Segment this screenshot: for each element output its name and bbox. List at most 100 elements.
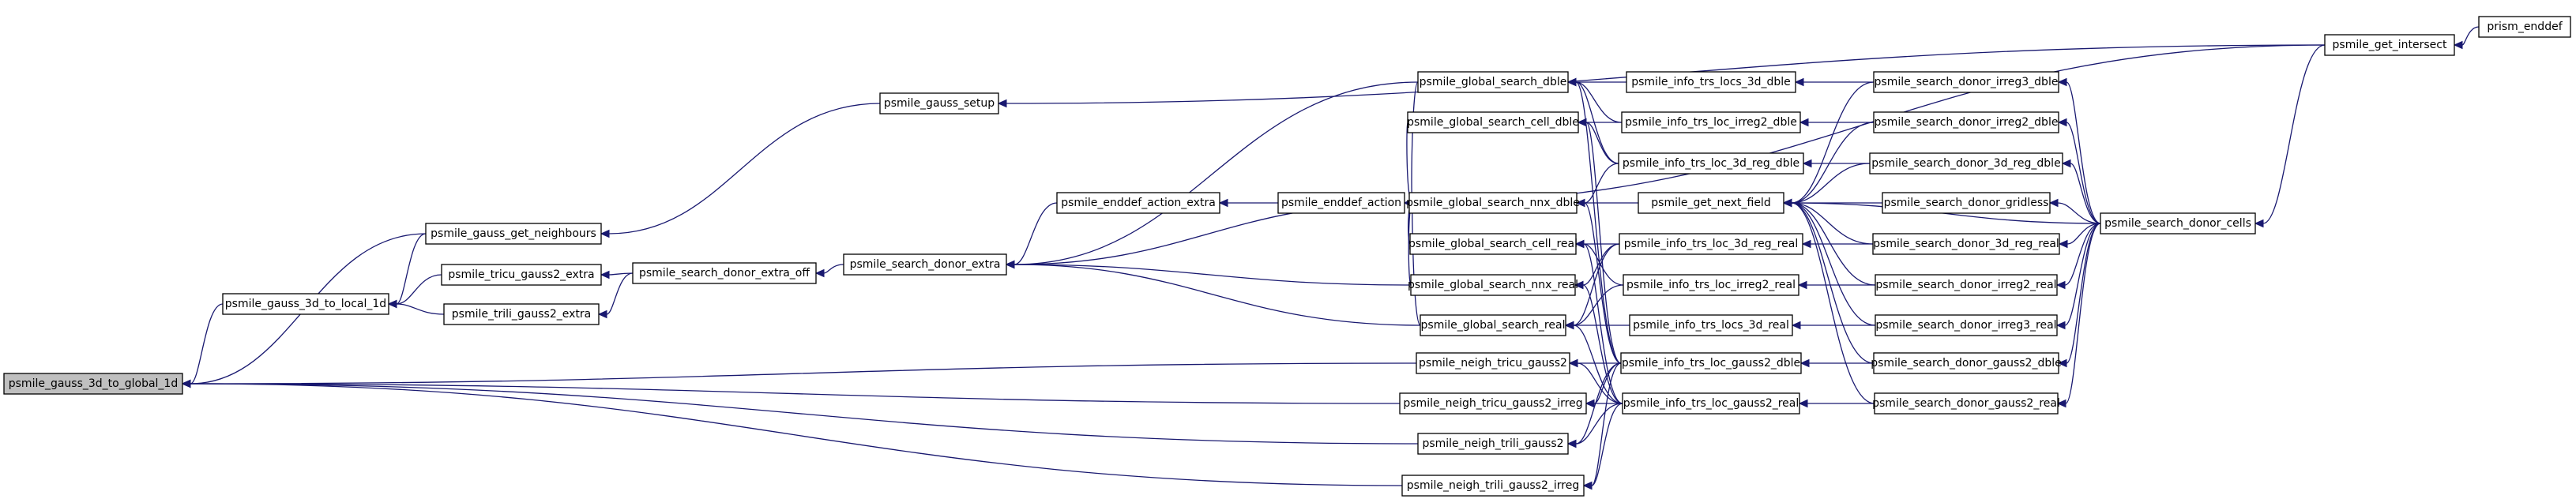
node-label: psmile_global_search_dble	[1420, 76, 1567, 88]
node-s-irreg3-real[interactable]: psmile_search_donor_irreg3_real	[1875, 314, 2058, 336]
edge-s-3dreg-dble-to-i-3dreg-dble	[1802, 159, 1870, 168]
edge-line	[2461, 26, 2480, 46]
node-i-3dreg-dble[interactable]: psmile_info_trs_loc_3d_reg_dble	[1618, 152, 1804, 174]
edge-line	[1013, 81, 1419, 265]
node-box	[1277, 192, 1405, 214]
edge-arrowhead	[2055, 280, 2066, 290]
node-prism-enddef[interactable]: prism_enddef	[2478, 16, 2571, 38]
edge-s-irreg3-real-to-get-next	[1782, 198, 1876, 326]
edge-i-g2-real-to-gs-nnx-real	[1574, 280, 1623, 404]
node-n-tricu[interactable]: psmile_neigh_tricu_gauss2	[1416, 352, 1570, 374]
node-i-irreg2-real[interactable]: psmile_info_trs_loc_irreg2_real	[1623, 274, 1799, 296]
node-s-irreg2-real[interactable]: psmile_search_donor_irreg2_real	[1875, 274, 2058, 296]
node-i-irreg2-dble[interactable]: psmile_info_trs_loc_irreg2_dble	[1621, 111, 1801, 133]
node-ed-action[interactable]: psmile_enddef_action	[1277, 192, 1405, 214]
node-n-tricu-irreg[interactable]: psmile_neigh_tricu_gauss2_irreg	[1399, 392, 1587, 415]
edge-gs-nnx-real-to-sd-extra	[1005, 260, 1412, 286]
node-get-intersect[interactable]: psmile_get_intersect	[2324, 34, 2455, 56]
edge-line	[396, 274, 442, 305]
edge-arrowhead	[2056, 399, 2066, 408]
edge-line	[2066, 81, 2101, 224]
node-box	[2478, 16, 2571, 38]
node-ed-extra[interactable]: psmile_enddef_action_extra	[1056, 192, 1220, 214]
edge-i-g2-dble-to-gs-nnx-dble	[1575, 198, 1622, 364]
node-i-locs3d-real[interactable]: psmile_info_trs_locs_3d_real	[1629, 314, 1793, 336]
node-gs-cell-real[interactable]: psmile_global_search_cell_real	[1408, 233, 1578, 255]
node-s-gridless[interactable]: psmile_search_donor_gridless	[1882, 192, 2051, 214]
node-n-trili-irreg[interactable]: psmile_neigh_trili_gauss2_irreg	[1401, 475, 1585, 497]
node-label: psmile_info_trs_loc_gauss2_dble	[1622, 357, 1800, 370]
node-box	[1882, 192, 2051, 214]
node-label: psmile_global_search_cell_real	[1408, 238, 1578, 250]
node-i-locs3d-dble[interactable]: psmile_info_trs_locs_3d_dble	[1626, 71, 1796, 93]
node-trili-extra[interactable]: psmile_trili_gauss2_extra	[443, 303, 600, 325]
edge-i-g2-real-to-gs-real	[1564, 321, 1623, 404]
edge-arrowhead	[1799, 358, 1810, 368]
edge-n-tricu-to-g3d-global	[181, 362, 1417, 388]
node-s-3dreg-dble[interactable]: psmile_search_donor_3d_reg_dble	[1869, 152, 2063, 174]
edge-s-cells-to-s-irreg2-real	[2055, 223, 2101, 290]
node-tricu-extra[interactable]: psmile_tricu_gauss2_extra	[441, 264, 602, 286]
node-g3d-local[interactable]: psmile_gauss_3d_to_local_1d	[222, 293, 389, 315]
node-i-g2-dble[interactable]: psmile_info_trs_loc_gauss2_dble	[1620, 352, 1802, 374]
node-n-trili[interactable]: psmile_neigh_trili_gauss2	[1417, 433, 1569, 455]
edge-line	[190, 303, 224, 385]
edge-arrowhead	[1797, 280, 1807, 290]
node-label: psmile_get_intersect	[2333, 39, 2447, 51]
node-label: psmile_gauss_setup	[884, 97, 995, 110]
node-s-3dreg-real[interactable]: psmile_search_donor_3d_reg_real	[1872, 233, 2060, 255]
edge-arrowhead	[1566, 77, 1577, 87]
node-gs-nnx-dble[interactable]: psmile_global_search_nnx_dble	[1406, 192, 1580, 214]
node-gs-nnx-real[interactable]: psmile_global_search_nnx_real	[1408, 274, 1578, 296]
edge-line	[2262, 44, 2326, 224]
node-i-g2-real[interactable]: psmile_info_trs_loc_gauss2_real	[1622, 392, 1800, 415]
node-gs-dble[interactable]: psmile_global_search_dble	[1417, 71, 1569, 93]
edge-arrowhead	[597, 310, 607, 319]
node-box	[1620, 352, 1802, 374]
edge-gs-real-to-ed-action	[1403, 198, 1421, 326]
edge-arrowhead	[1218, 198, 1228, 208]
node-g-setup[interactable]: psmile_gauss_setup	[879, 92, 999, 114]
node-label: psmile_search_donor_irreg2_dble	[1875, 116, 2059, 129]
edge-arrowhead	[1577, 118, 1587, 127]
node-label: psmile_search_donor_3d_reg_dble	[1871, 157, 2060, 170]
edge-line	[1573, 243, 1620, 326]
edge-line	[1791, 122, 1875, 204]
node-g3d-global[interactable]: psmile_gauss_3d_to_global_1d	[3, 373, 183, 395]
node-s-cells[interactable]: psmile_search_donor_cells	[2100, 212, 2256, 234]
edge-line	[608, 103, 881, 234]
edge-s-cells-to-s-gridless	[2048, 198, 2101, 224]
edge-line	[2064, 223, 2101, 286]
node-box	[1874, 392, 2059, 415]
edge-line	[1013, 264, 1421, 326]
node-s-g2-dble[interactable]: psmile_search_donor_gauss2_dble	[1871, 352, 2062, 374]
edge-line	[1791, 202, 1876, 326]
node-get-next[interactable]: psmile_get_next_field	[1638, 192, 1784, 214]
node-box	[1408, 192, 1578, 214]
edge-arrowhead	[2057, 358, 2067, 368]
node-label: psmile_neigh_trili_gauss2	[1422, 437, 1563, 450]
node-sd-extra-off[interactable]: psmile_search_donor_extra_off	[632, 262, 817, 284]
node-box	[1420, 314, 1566, 336]
edge-prism-enddef-to-get-intersect	[2453, 26, 2480, 50]
node-box	[1399, 392, 1587, 415]
edge-line	[1791, 202, 1874, 245]
node-box	[1619, 233, 1803, 255]
node-label: psmile_neigh_trili_gauss2_irreg	[1407, 479, 1579, 492]
edge-line	[2057, 202, 2101, 224]
edge-line	[1791, 202, 1875, 364]
node-s-irreg3-dble[interactable]: psmile_search_donor_irreg3_dble	[1873, 71, 2059, 93]
edge-line	[1791, 202, 1875, 404]
edge-arrowhead	[1782, 198, 1792, 208]
node-label: psmile_gauss_3d_to_global_1d	[9, 377, 178, 390]
edge-n-trili-to-g3d-global	[181, 379, 1419, 445]
node-s-g2-real[interactable]: psmile_search_donor_gauss2_real	[1872, 392, 2060, 415]
node-i-3dreg-real[interactable]: psmile_info_trs_loc_3d_reg_real	[1619, 233, 1803, 255]
node-label: psmile_search_donor_irreg3_real	[1875, 319, 2056, 332]
node-g-neigh[interactable]: psmile_gauss_get_neighbours	[425, 223, 602, 245]
node-gs-real[interactable]: psmile_global_search_real	[1420, 314, 1566, 336]
node-sd-extra[interactable]: psmile_search_donor_extra	[843, 253, 1007, 276]
node-s-irreg2-dble[interactable]: psmile_search_donor_irreg2_dble	[1873, 111, 2059, 133]
node-gs-cell-dble[interactable]: psmile_global_search_cell_dble	[1407, 111, 1579, 133]
node-box	[1409, 233, 1577, 255]
